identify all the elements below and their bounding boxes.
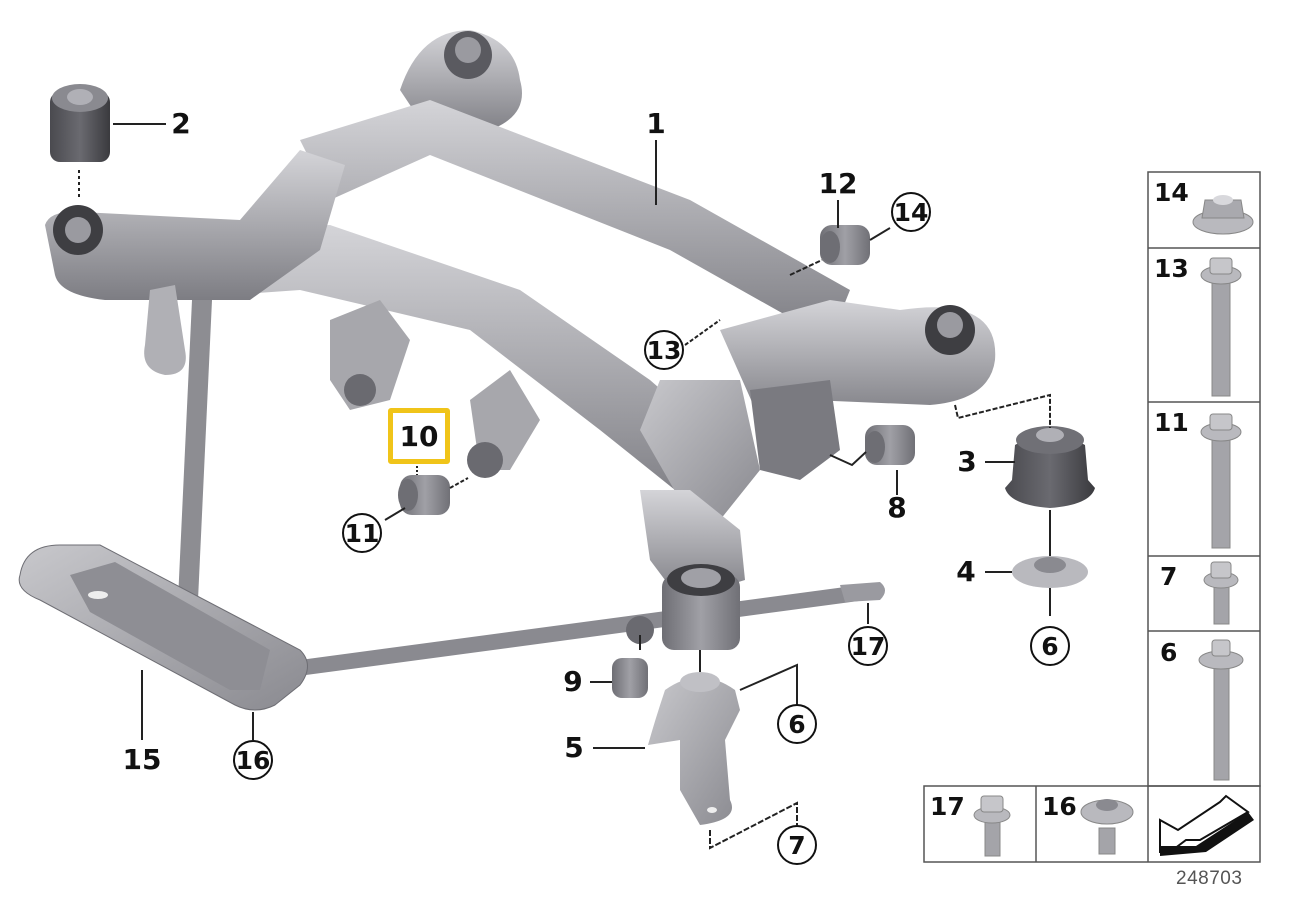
fastener-11-bolt <box>1200 413 1242 549</box>
fastener-16-torx-bolt <box>1080 799 1134 855</box>
fastener-label-7[interactable]: 7 <box>1160 562 1178 591</box>
fastener-label-13[interactable]: 13 <box>1154 254 1189 283</box>
fastener-6-bolt <box>1198 639 1244 781</box>
ref-circle-7[interactable]: 7 <box>777 825 817 865</box>
fastener-label-11[interactable]: 11 <box>1154 408 1189 437</box>
fastener-17-bolt <box>973 795 1011 857</box>
fastener-panel-grid <box>923 171 1261 863</box>
axle-carrier <box>45 30 996 650</box>
ref-circle-14[interactable]: 14 <box>891 192 931 232</box>
callout-1[interactable]: 1 <box>646 107 666 140</box>
callout-8[interactable]: 8 <box>887 491 907 524</box>
support-bracket-5 <box>648 672 740 825</box>
fastener-label-14[interactable]: 14 <box>1154 178 1189 207</box>
reinforcement-plate <box>18 544 308 711</box>
ref-circle-16[interactable]: 16 <box>233 740 273 780</box>
fastener-14-nut <box>1192 195 1254 235</box>
diagram-id: 248703 <box>1176 868 1243 889</box>
bushing-2 <box>50 84 110 162</box>
ref-circle-11[interactable]: 11 <box>342 513 382 553</box>
callout-4[interactable]: 4 <box>956 555 976 588</box>
fastener-label-6[interactable]: 6 <box>1160 638 1178 667</box>
direction-arrow-icon <box>1159 794 1254 856</box>
fastener-7-bolt <box>1203 561 1239 625</box>
callout-10-highlighted[interactable]: 10 <box>388 408 450 464</box>
callout-3[interactable]: 3 <box>957 445 977 478</box>
fastener-13-bolt <box>1200 257 1242 397</box>
fastener-label-17[interactable]: 17 <box>930 792 965 821</box>
callout-12[interactable]: 12 <box>818 167 858 200</box>
bushing-8 <box>865 425 915 465</box>
bushing-10 <box>398 475 450 515</box>
callout-5[interactable]: 5 <box>564 731 584 764</box>
ref-circle-6-upper[interactable]: 6 <box>1030 626 1070 666</box>
washer-4 <box>1012 556 1088 588</box>
ref-circle-6-lower[interactable]: 6 <box>777 704 817 744</box>
callout-2[interactable]: 2 <box>171 107 191 140</box>
ref-circle-17[interactable]: 17 <box>848 626 888 666</box>
ref-circle-13[interactable]: 13 <box>644 330 684 370</box>
rubber-mount-3 <box>1005 426 1095 508</box>
leader-lines <box>78 123 1051 850</box>
bushing-9 <box>612 658 648 698</box>
callout-9[interactable]: 9 <box>563 665 583 698</box>
callout-15[interactable]: 15 <box>122 743 162 776</box>
fastener-label-16[interactable]: 16 <box>1042 792 1077 821</box>
bushing-12 <box>820 225 870 265</box>
